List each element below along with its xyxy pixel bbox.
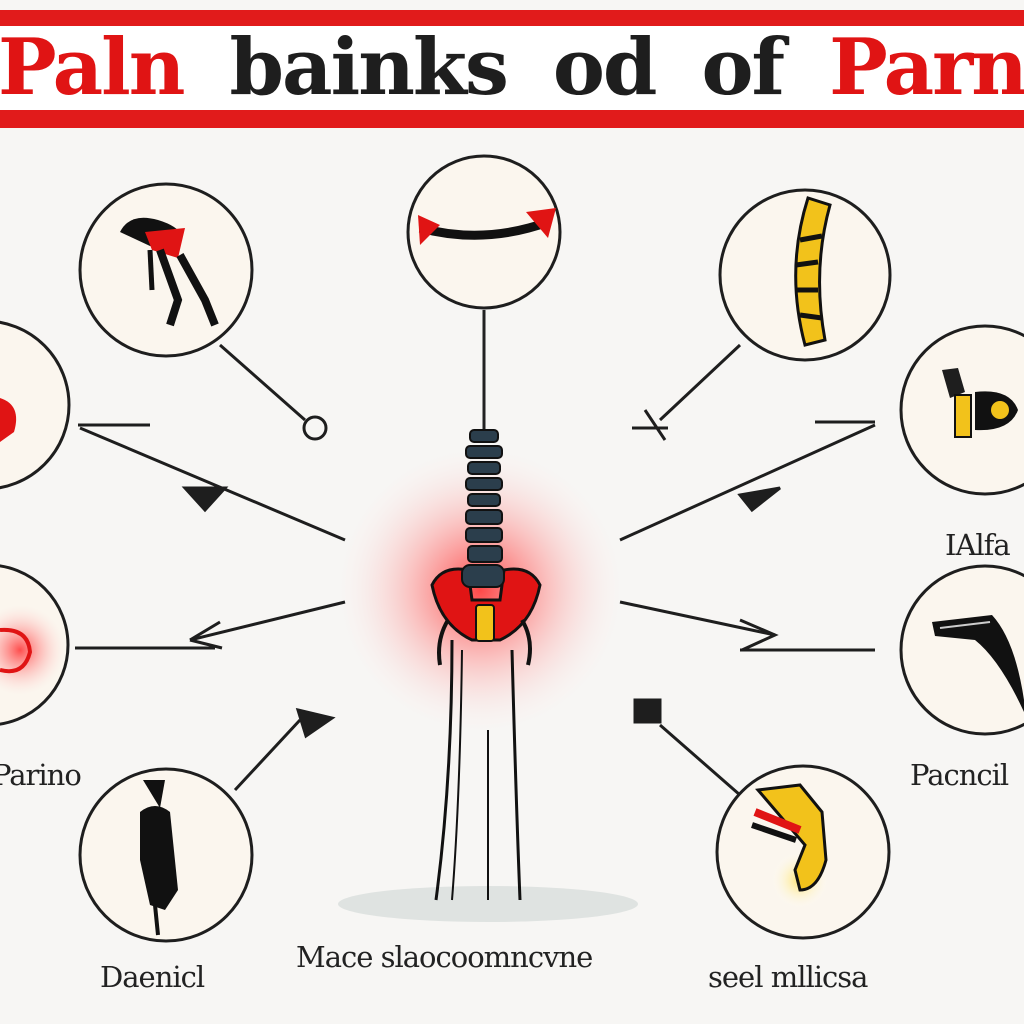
brace-strap-icon: [899, 564, 1024, 736]
label-right-upper: IAlfa: [945, 528, 1011, 562]
connector-arrows: [75, 343, 876, 797]
title-word-1: Paln: [0, 22, 186, 113]
label-left-lower: Parino: [0, 758, 82, 792]
floor-shadow: [338, 886, 638, 922]
title-word-3: od: [552, 22, 658, 113]
back-strain-icon: [406, 154, 562, 310]
curved-bone-icon: [718, 188, 892, 362]
label-bottom-right: seel mllicsa: [708, 960, 868, 994]
label-right-lower: Pacncil: [910, 758, 1009, 792]
title-word-2: bainks: [229, 22, 509, 113]
label-bottom-center: Mace slaocoomncvne: [296, 940, 593, 974]
foot-pain-icon: [715, 764, 891, 940]
knee-joint-icon: [899, 324, 1024, 496]
title-banner: Paln bainks od of Parn: [0, 10, 1024, 128]
spine-figure-icon: [430, 310, 542, 901]
title-word-4: of: [701, 22, 785, 113]
title-word-5: Parn: [829, 22, 1024, 113]
red-inflammation-icon: [0, 564, 70, 726]
bent-person-icon: [78, 182, 254, 358]
label-bottom-left: Daenicl: [100, 960, 205, 994]
title-banner-text: Paln bainks od of Parn: [0, 26, 1024, 110]
standing-figure-icon: [78, 767, 254, 943]
pain-glow: [330, 440, 630, 740]
red-joint-icon: [0, 320, 71, 490]
